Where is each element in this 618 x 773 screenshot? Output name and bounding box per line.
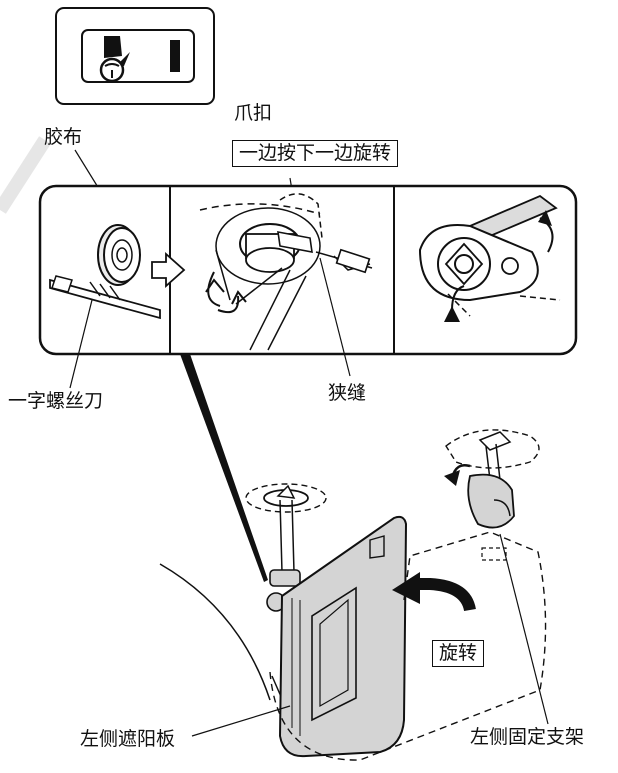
slit-label: 狭缝 [328, 382, 367, 404]
zoom-connector [180, 354, 268, 582]
tape-roll-illustration [97, 224, 141, 286]
watermark-stroke [0, 136, 51, 214]
clip-rotate-illustration [199, 193, 373, 351]
rotate-arrow-illustration [392, 572, 476, 612]
left-visor-label: 左侧遮阳板 [80, 728, 176, 750]
sun-visor-illustration [278, 515, 408, 758]
visor-pivot-illustration [245, 483, 327, 612]
screwdriver-illustration [49, 275, 161, 320]
visor-dashed-outline [269, 531, 547, 761]
left-bracket-illustration [444, 429, 540, 561]
slit-leader [319, 257, 351, 377]
screwdriver-label: 一字螺丝刀 [8, 390, 104, 412]
rotate-label: 旋转 [432, 640, 485, 667]
bracket-leader [499, 533, 549, 725]
visor-leader [191, 705, 291, 737]
screwdriver-leader [69, 299, 93, 389]
left-bracket-label: 左侧固定支架 [470, 726, 585, 748]
tape-label: 胶布 [44, 126, 83, 148]
location-icon [55, 7, 215, 105]
press-rotate-label: 一边按下一边旋转 [232, 140, 399, 167]
next-step-arrow [151, 251, 186, 289]
bracket-bottom-view-illustration [418, 194, 561, 322]
claw-label: 爪扣 [234, 102, 273, 124]
